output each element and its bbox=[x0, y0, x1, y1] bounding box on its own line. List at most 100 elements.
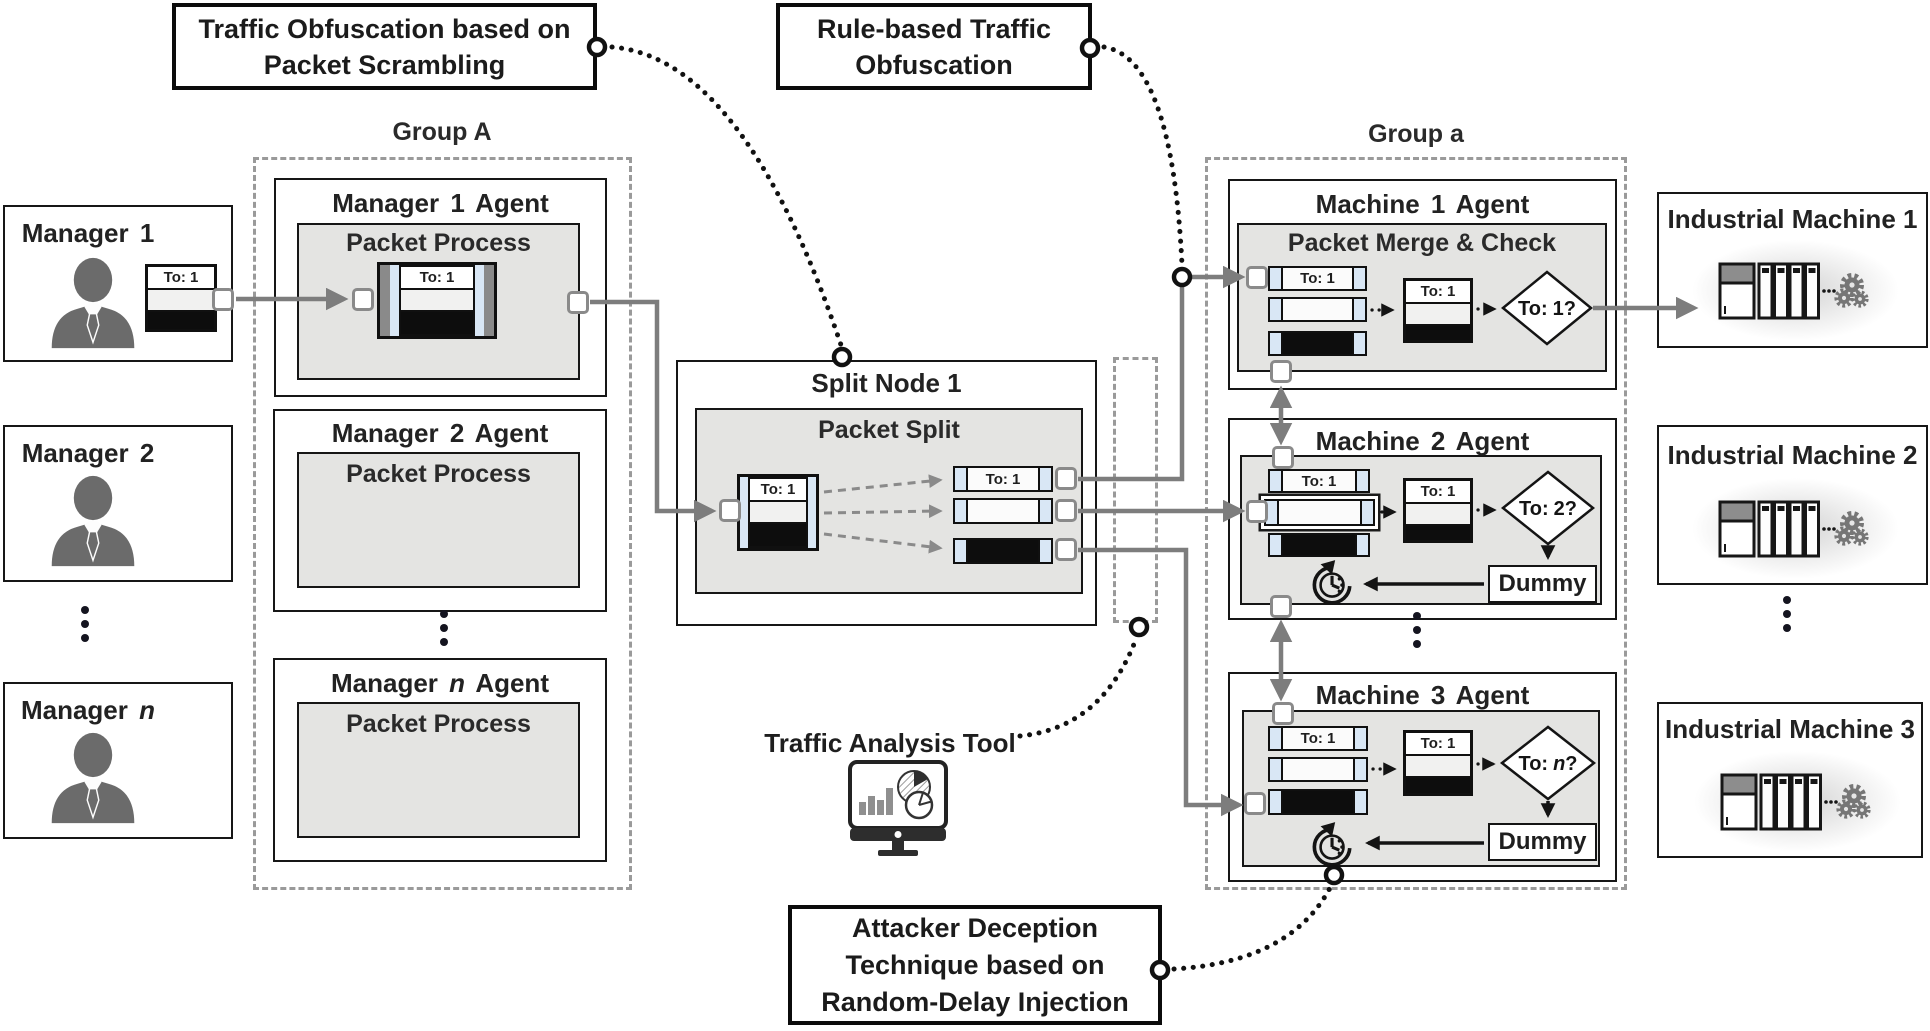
packet-mid bbox=[750, 502, 806, 524]
packet-payload bbox=[968, 540, 1038, 562]
m2-merged-packet: To: 1 bbox=[1403, 478, 1473, 543]
group-a-managers-label: Group A bbox=[392, 118, 492, 146]
attacker-callout-link bbox=[1171, 883, 1334, 972]
gears-icon bbox=[1836, 784, 1871, 819]
machine-3-top-port bbox=[1272, 702, 1294, 725]
label-text: Machine bbox=[1315, 680, 1420, 710]
split-out-port-2 bbox=[1055, 499, 1077, 522]
label-text: Manager bbox=[21, 438, 129, 468]
m3-dummy-box: Dummy bbox=[1488, 823, 1597, 861]
person-icon bbox=[51, 732, 135, 824]
m3-stack-payload bbox=[1268, 789, 1368, 815]
manager-2-agent-title: Manager 2 Agent bbox=[273, 418, 607, 449]
m2-dummy-box: Dummy bbox=[1488, 565, 1597, 603]
traffic-analysis-label: Traffic Analysis Tool bbox=[764, 728, 1016, 758]
split-node-in-port bbox=[719, 499, 741, 522]
packet-process-panel bbox=[297, 702, 580, 838]
managers-ellipsis bbox=[81, 606, 89, 642]
packet-mid bbox=[401, 290, 473, 312]
packet-cap bbox=[1270, 791, 1283, 813]
industrial-machine-1-label: Industrial Machine 1 bbox=[1667, 204, 1918, 234]
manager-1-label: Manager 1 bbox=[3, 218, 173, 249]
packet-payload bbox=[1283, 535, 1355, 555]
packet-cap bbox=[955, 540, 968, 562]
split-out-packet-header: To: 1 bbox=[953, 466, 1053, 492]
packet-header: To: 1 bbox=[1283, 728, 1353, 749]
machine-1-bottom-port bbox=[1270, 360, 1292, 383]
label-text: Manager bbox=[20, 695, 128, 725]
m2-stack-payload bbox=[1268, 533, 1370, 557]
packet-cap bbox=[1270, 759, 1283, 780]
attacker-deception-callout: Attacker Deception Technique based on Ra… bbox=[788, 905, 1162, 1025]
gears-icon bbox=[1834, 273, 1869, 308]
manager-1-agent-out-port bbox=[567, 291, 589, 314]
var-text: 1 bbox=[1430, 189, 1446, 219]
packet-cap bbox=[1352, 333, 1365, 354]
label-text: Machine bbox=[1315, 189, 1420, 219]
packet-process-title: Packet Process bbox=[346, 460, 531, 488]
manager-n-agent-title: Manager n Agent bbox=[273, 668, 607, 699]
m3-stack-mid bbox=[1268, 757, 1368, 782]
packet-process-title: Packet Process bbox=[346, 710, 531, 738]
packet-cap bbox=[1270, 535, 1283, 555]
packet-split-title: Packet Split bbox=[818, 416, 960, 444]
packet-mid bbox=[1406, 304, 1470, 326]
packet-scrambling-callout: Traffic Obfuscation based on Packet Scra… bbox=[172, 3, 597, 90]
rulebased-callout-link bbox=[1101, 44, 1185, 268]
packet-payload bbox=[1283, 791, 1353, 813]
packet-payload bbox=[1406, 778, 1470, 793]
packet-mid bbox=[148, 290, 214, 312]
split-node-title: Split Node 1 bbox=[811, 368, 962, 398]
m1-stack-mid bbox=[1268, 297, 1367, 322]
packet-process-title: Packet Process bbox=[346, 229, 531, 257]
packet-header: To: 1 bbox=[1406, 281, 1470, 304]
industrial-machines-ellipsis bbox=[1783, 596, 1791, 632]
callout-text: Obfuscation bbox=[855, 49, 1013, 80]
packet-cap bbox=[1360, 501, 1373, 524]
packet-cap bbox=[1352, 299, 1365, 320]
packet-buffer: To: 1 bbox=[390, 265, 484, 336]
label-text: Agent bbox=[1455, 426, 1530, 456]
scrambling-callout-link bbox=[609, 44, 845, 351]
packet-cap bbox=[1355, 535, 1368, 555]
machine-agents-ellipsis bbox=[1413, 612, 1421, 648]
machine-2-agent-title: Machine 2 Agent bbox=[1228, 426, 1617, 457]
packet-cap bbox=[1038, 500, 1051, 522]
packet-process-panel bbox=[297, 452, 580, 588]
machine-2-in-port bbox=[1246, 500, 1268, 523]
random-delay-icon bbox=[1312, 822, 1352, 867]
packet: To: 1 bbox=[399, 265, 475, 336]
m2-stack-mid-arriving bbox=[1264, 499, 1375, 526]
packet-payload bbox=[1283, 333, 1352, 354]
machine-1-in-port bbox=[1246, 266, 1268, 289]
packet-mid bbox=[1279, 501, 1360, 524]
gears-icon bbox=[1834, 511, 1869, 546]
var-text: 1 bbox=[139, 218, 155, 248]
packet-header: To: 1 bbox=[1406, 481, 1470, 504]
var-text: 2 bbox=[139, 438, 155, 468]
packet-cap bbox=[1266, 501, 1279, 524]
callout-text: Attacker Deception bbox=[851, 912, 1099, 943]
machine-2-top-port bbox=[1272, 446, 1294, 469]
person-icon bbox=[51, 475, 135, 567]
packet-cap bbox=[1270, 299, 1283, 320]
manager-n-label: Manager n bbox=[3, 695, 173, 726]
packet-cap bbox=[1353, 791, 1366, 813]
var-text: n bbox=[139, 695, 156, 725]
packet-payload bbox=[1406, 526, 1470, 540]
label-text: Agent bbox=[1455, 189, 1530, 219]
label-text: Manager bbox=[331, 418, 439, 448]
packet: To: 1 bbox=[748, 477, 808, 548]
m1-stack-payload bbox=[1268, 331, 1367, 356]
packet-merge-title: Packet Merge & Check bbox=[1287, 229, 1557, 257]
rule-based-callout: Rule-based Traffic Obfuscation bbox=[776, 3, 1092, 90]
label-text: Manager bbox=[331, 668, 438, 698]
callout-text: Random-Delay Injection bbox=[821, 986, 1129, 1017]
label-text: Manager bbox=[332, 188, 440, 218]
label-text: Agent bbox=[1455, 680, 1530, 710]
analysis-callout-link bbox=[1017, 636, 1139, 739]
packet-header: To: 1 bbox=[401, 267, 473, 290]
machine-1-agent-title: Machine 1 Agent bbox=[1228, 189, 1617, 220]
manager-agents-ellipsis bbox=[440, 610, 448, 646]
